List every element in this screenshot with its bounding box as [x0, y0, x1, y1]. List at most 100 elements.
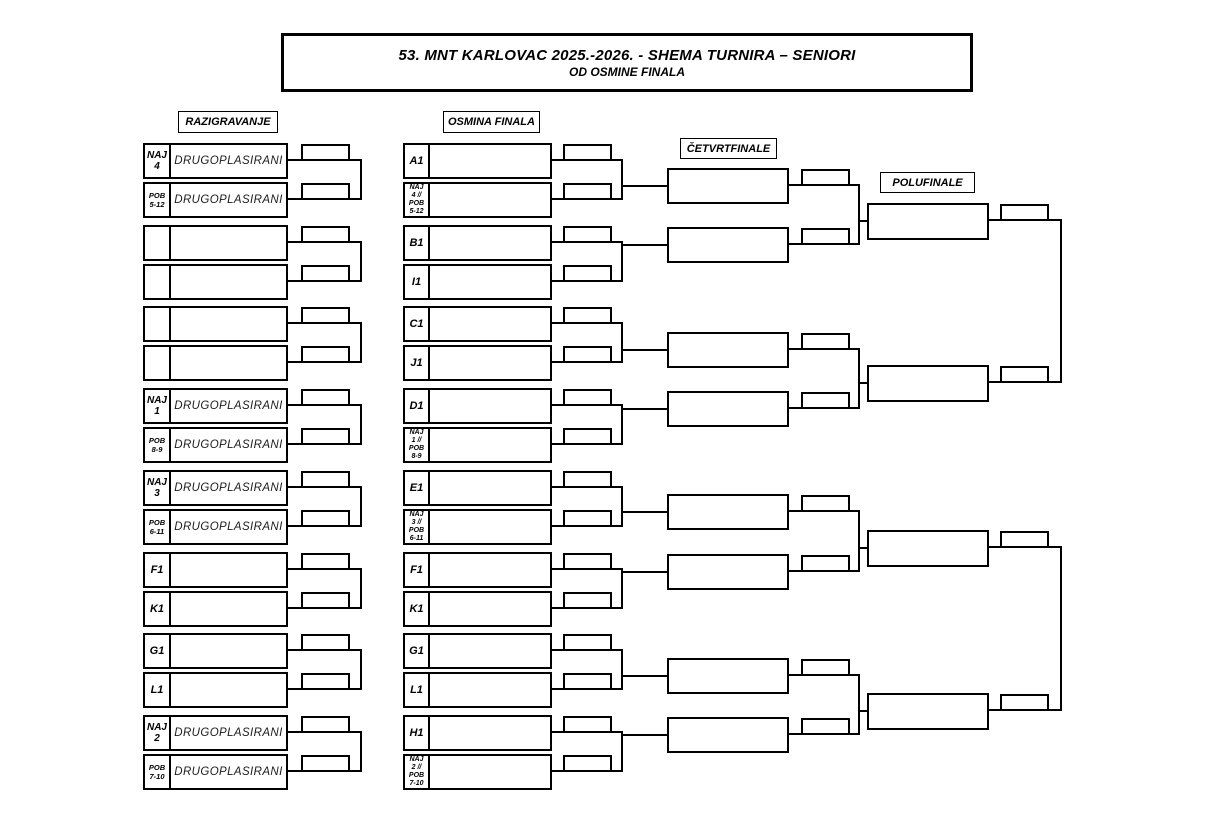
bracket-connector: [858, 382, 869, 384]
slot-seed-label-line: NAJ: [146, 150, 167, 161]
bracket-connector: [621, 734, 669, 736]
slot-seed-label-line: 4: [154, 161, 160, 172]
bracket-connector: [286, 443, 362, 445]
bracket-connector: [987, 219, 1062, 221]
polufinale-slot: [867, 365, 989, 402]
slot-seed-label-line: POB: [148, 518, 166, 527]
bracket-connector: [621, 571, 669, 573]
round-header-cetvrtfinale: ČETVRTFINALE: [680, 138, 777, 159]
bracket-connector: [858, 220, 869, 222]
slot-seed-label: [145, 347, 171, 379]
slot-seed-label-line: I1: [411, 276, 422, 288]
bracket-connector: [550, 241, 623, 243]
slot-seed-label-line: 5-12: [409, 208, 424, 215]
slot-seed-label-line: K1: [149, 603, 165, 615]
bracket-connector: [621, 649, 623, 690]
slot-player-name: [430, 635, 550, 667]
slot-seed-label: H1: [405, 717, 430, 749]
slot-player-name: [430, 674, 550, 706]
bracket-connector: [360, 404, 362, 445]
slot-seed-label-line: POB: [148, 763, 166, 772]
bracket-connector: [621, 349, 669, 351]
slot-seed-label-line: POB: [408, 772, 425, 779]
bracket-connector: [787, 510, 860, 512]
slot-player-name: [430, 593, 550, 625]
slot-player-name: [430, 266, 550, 298]
bracket-connector: [621, 731, 623, 772]
slot-seed-label-line: 7-10: [409, 780, 424, 787]
bracket-connector: [360, 731, 362, 772]
bracket-connector: [286, 525, 362, 527]
osmina-slot: G1: [403, 633, 552, 669]
tournament-subtitle: OD OSMINE FINALA: [569, 64, 685, 79]
slot-seed-label-line: E1: [409, 482, 424, 494]
slot-player-name: [171, 674, 286, 706]
slot-seed-label-line: A1: [409, 155, 424, 167]
slot-player-name: [430, 554, 550, 586]
bracket-connector: [286, 159, 362, 161]
bracket-connector: [621, 568, 623, 609]
bracket-connector: [286, 607, 362, 609]
slot-player-name: [430, 429, 550, 461]
slot-seed-label: F1: [145, 554, 171, 586]
slot-player-name: DRUGOPLASIRANI: [174, 766, 283, 778]
slot-seed-label: [145, 308, 171, 340]
bracket-connector: [286, 322, 362, 324]
osmina-slot: E1: [403, 470, 552, 506]
osmina-slot: B1: [403, 225, 552, 261]
slot-seed-label-line: B1: [409, 237, 424, 249]
round-header-polufinale: POLUFINALE: [880, 172, 975, 193]
bracket-connector: [787, 407, 860, 409]
razigravanje-slot: G1: [143, 633, 288, 669]
bracket-connector: [360, 159, 362, 200]
slot-seed-label-line: H1: [409, 727, 424, 739]
slot-seed-label: K1: [405, 593, 430, 625]
cetvrtfinale-slot: [667, 717, 789, 753]
polufinale-slot: [867, 530, 989, 567]
bracket-connector: [286, 486, 362, 488]
slot-player-name: [171, 308, 286, 340]
bracket-connector: [286, 568, 362, 570]
bracket-connector: [550, 280, 623, 282]
bracket-connector: [1060, 546, 1062, 711]
bracket-connector: [550, 404, 623, 406]
slot-seed-label: D1: [405, 390, 430, 422]
slot-seed-label: [145, 227, 171, 259]
bracket-connector: [621, 185, 669, 187]
round-header-osmina-finala: OSMINA FINALA: [443, 111, 540, 133]
cetvrtfinale-slot: [667, 554, 789, 590]
osmina-slot: D1: [403, 388, 552, 424]
slot-player-name: [171, 554, 286, 586]
bracket-connector: [286, 361, 362, 363]
slot-seed-label: K1: [145, 593, 171, 625]
bracket-connector: [621, 244, 669, 246]
razigravanje-slot: [143, 306, 288, 342]
bracket-connector: [787, 733, 860, 735]
slot-seed-label-line: 6-11: [149, 527, 165, 536]
bracket-connector: [621, 159, 623, 200]
bracket-connector: [286, 731, 362, 733]
slot-seed-label-line: POB: [148, 191, 166, 200]
osmina-slot: C1: [403, 306, 552, 342]
bracket-connector: [550, 361, 623, 363]
slot-player-name: [171, 593, 286, 625]
bracket-connector: [286, 198, 362, 200]
polufinale-slot: [867, 203, 989, 240]
slot-seed-label-line: 1 //: [411, 437, 422, 444]
slot-seed-label-line: D1: [409, 400, 424, 412]
bracket-connector: [621, 322, 623, 363]
bracket-connector: [787, 243, 860, 245]
razigravanje-slot: L1: [143, 672, 288, 708]
slot-seed-label-line: 8-9: [411, 453, 422, 460]
polufinale-slot: [867, 693, 989, 730]
bracket-connector: [858, 510, 860, 572]
